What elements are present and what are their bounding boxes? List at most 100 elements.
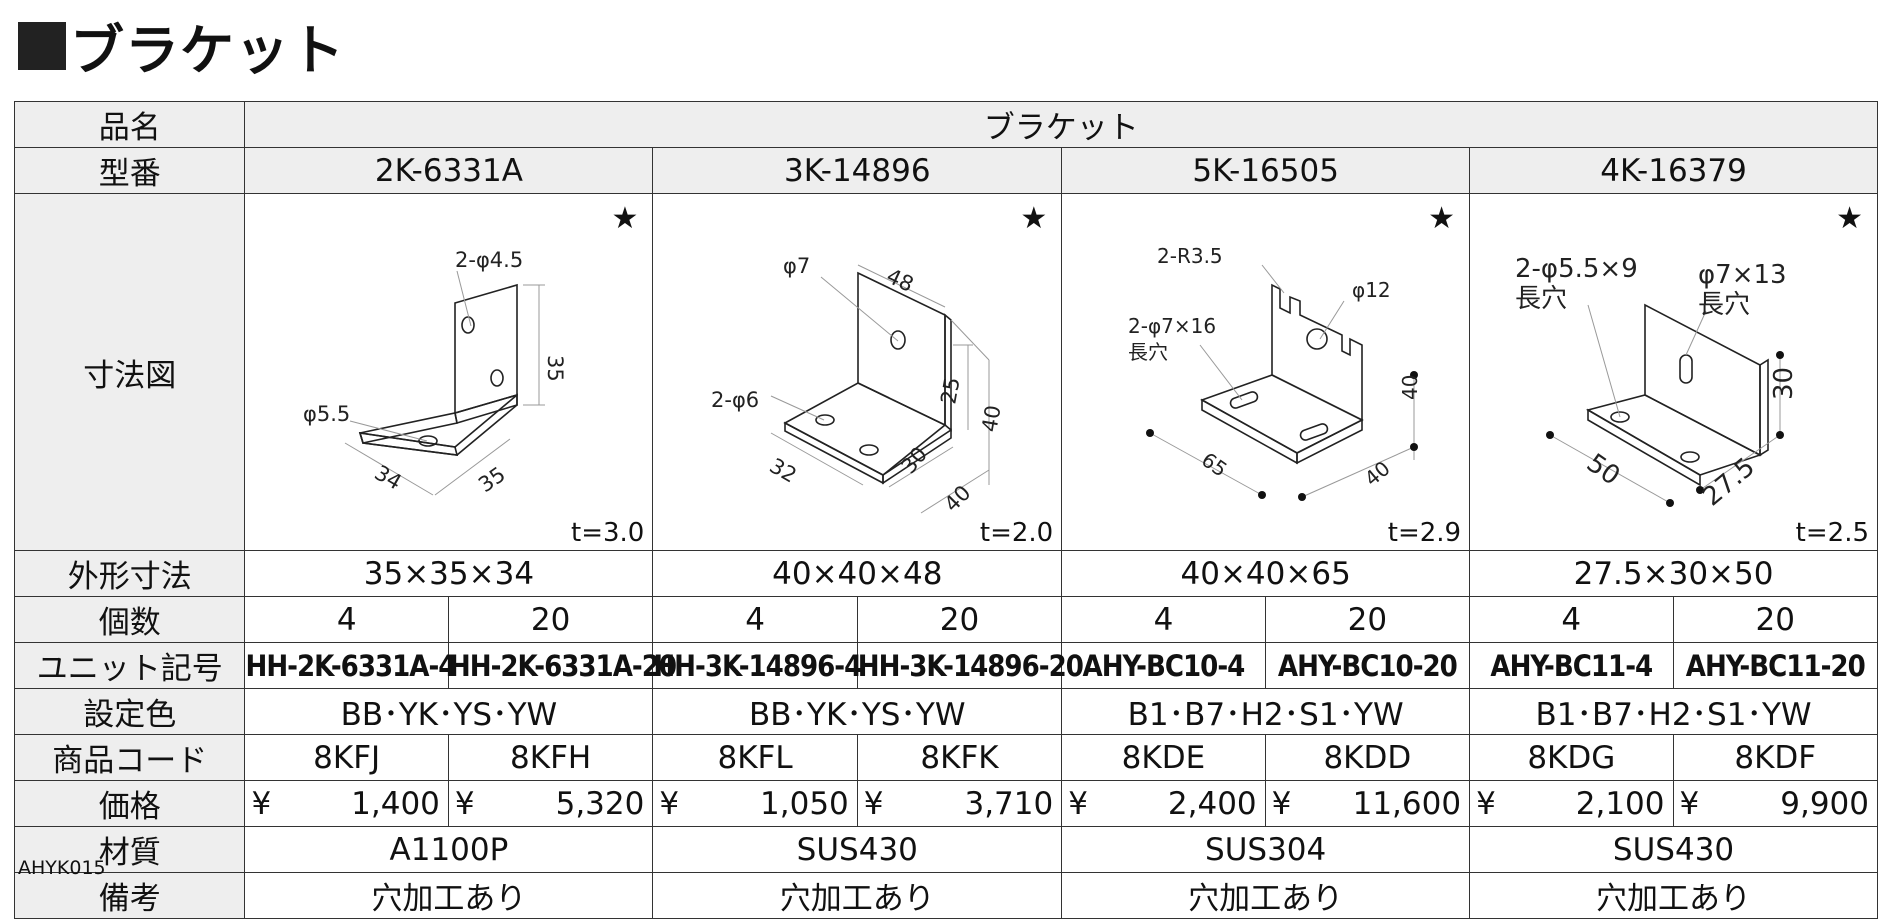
bracket-drawing-2: φ7 48 2-φ6 25 40 30 32 40 [711,254,1006,517]
thickness-label: t=3.0 [571,517,645,548]
label-outer: 外形寸法 [13,550,246,597]
thickness-label: t=2.5 [1795,517,1869,548]
material-2: SUS430 [652,826,1063,873]
price-cell: ¥1,050 [652,780,858,827]
star-icon: ★ [1428,200,1456,236]
dim-label: 長穴 [1515,284,1567,314]
model-2: 3K-14896 [652,147,1063,194]
label-name: 品名 [13,101,246,148]
yen-sign: ¥ [1271,785,1292,822]
row-price: 価格 ¥1,400 ¥5,320 ¥1,050 ¥3,710 ¥2,400 ¥1… [13,780,1878,827]
price-cell: ¥3,710 [856,780,1063,827]
qty-cell: 4 [244,596,449,643]
star-icon: ★ [1020,200,1048,236]
label-price: 価格 [13,780,246,827]
qty-cell: 20 [856,596,1063,643]
code-cell: 8KDD [1264,734,1471,781]
price-value: 3,710 [964,785,1054,822]
bracket-drawing-3: 2-R3.5 φ12 2-φ7×16 長穴 40 65 40 [1128,244,1422,501]
dim-label: 35 [543,355,567,382]
material-4: SUS430 [1469,826,1878,873]
price-cell: ¥9,900 [1672,780,1878,827]
label-qty: 個数 [13,596,246,643]
label-unit: ユニット記号 [13,642,246,689]
code-cell: 8KDE [1061,734,1266,781]
spec-table: 品名 ブラケット 型番 2K-6331A 3K-14896 5K-16505 4… [13,101,1878,919]
title-text: ブラケット [70,19,345,82]
color-2: BB･YK･YS･YW [652,688,1063,735]
color-4: B1･B7･H2･S1･YW [1469,688,1878,735]
color-3: B1･B7･H2･S1･YW [1061,688,1471,735]
dim-label: φ12 [1352,278,1391,302]
material-3: SUS304 [1061,826,1471,873]
code-cell: 8KFH [447,734,654,781]
page-title: ブラケット [18,6,345,85]
dim-label: 2-R3.5 [1157,244,1223,268]
price-cell: ¥5,320 [447,780,654,827]
product-name: ブラケット [244,101,1878,148]
yen-sign: ¥ [1476,785,1496,822]
bracket-drawing-4: 2-φ5.5×9 長穴 φ7×13 長穴 30 50 27.5 [1515,254,1799,512]
unit-cell: HH-3K-14896-4 [652,642,862,689]
star-icon: ★ [611,200,639,236]
dim-label: 40 [940,480,976,516]
dim-label: 27.5 [1697,452,1761,512]
qty-cell: 20 [447,596,654,643]
price-cell: ¥2,100 [1469,780,1674,827]
row-model: 型番 2K-6331A 3K-14896 5K-16505 4K-16379 [13,147,1878,194]
note-2: 穴加工あり [652,872,1063,919]
price-cell: ¥1,400 [244,780,449,827]
dim-label: 50 [1581,448,1625,492]
dim-label: 25 [937,375,965,405]
row-name: 品名 ブラケット [13,101,1878,148]
qty-cell: 20 [1672,596,1878,643]
outer-1: 35×35×34 [244,550,654,597]
yen-sign: ¥ [863,785,884,822]
label-drawing: 寸法図 [13,193,246,551]
dim-label: 長穴 [1128,340,1168,364]
dim-label: 30 [1769,366,1799,399]
material-1: A1100P [244,826,654,873]
outer-2: 40×40×48 [652,550,1063,597]
dim-label: 長穴 [1698,290,1750,320]
dim-label: 40 [1398,374,1422,399]
code-cell: 8KFL [652,734,858,781]
qty-cell: 4 [1469,596,1674,643]
dim-label: φ7 [783,254,810,278]
unit-cell: HH-2K-6331A-4 [244,642,456,689]
dim-label: 35 [475,462,511,497]
dim-label: 32 [766,453,801,487]
model-1: 2K-6331A [244,147,654,194]
price-value: 5,320 [555,785,645,822]
row-outer: 外形寸法 35×35×34 40×40×48 40×40×65 27.5×30×… [13,550,1878,597]
outer-4: 27.5×30×50 [1469,550,1878,597]
label-material: 材質 [13,826,246,873]
code-cell: 8KFK [856,734,1063,781]
drawing-1: ★ [244,193,654,551]
yen-sign: ¥ [1679,785,1700,822]
model-4: 4K-16379 [1469,147,1878,194]
label-model: 型番 [13,147,246,194]
unit-cell: AHY-BC10-4 [1061,642,1266,689]
price-cell: ¥11,600 [1264,780,1471,827]
unit-cell: AHY-BC10-20 [1264,642,1471,689]
code-cell: 8KFJ [244,734,449,781]
unit-cell: AHY-BC11-20 [1672,642,1878,689]
drawing-4: ★ [1469,193,1878,551]
drawing-2: ★ [652,193,1063,551]
label-color: 設定色 [13,688,246,735]
price-value: 11,600 [1352,785,1462,822]
thickness-label: t=2.0 [979,517,1054,548]
row-drawing: 寸法図 ★ [13,193,1878,551]
price-value: 2,100 [1575,785,1665,822]
yen-sign: ¥ [454,785,475,822]
unit-cell: HH-2K-6331A-20 [447,642,677,689]
bracket-drawing-1: 2-φ4.5 φ5.5 35 34 35 [303,248,567,497]
qty-cell: 20 [1264,596,1471,643]
row-code: 商品コード 8KFJ 8KFH 8KFL 8KFK 8KDE 8KDD 8KDG… [13,734,1878,781]
price-cell: ¥2,400 [1061,780,1266,827]
row-color: 設定色 BB･YK･YS･YW BB･YK･YS･YW B1･B7･H2･S1･… [13,688,1878,735]
dim-label: 40 [1360,456,1395,491]
qty-cell: 4 [1061,596,1266,643]
dim-label: φ5.5 [303,402,350,426]
